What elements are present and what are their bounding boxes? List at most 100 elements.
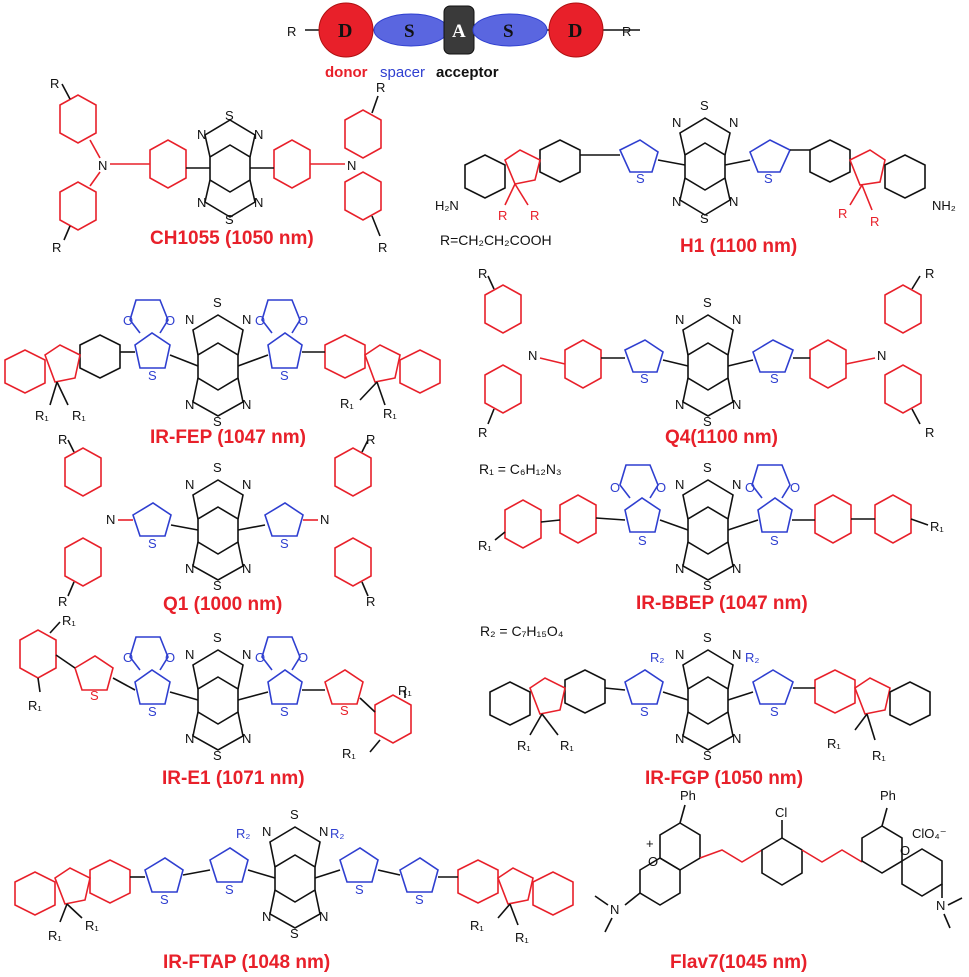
atom-label: S	[415, 892, 424, 907]
atom-label: S	[636, 171, 645, 186]
atom-label: S	[703, 630, 712, 645]
atom-label: N	[197, 195, 206, 210]
atom-label: S	[640, 371, 649, 386]
atom-label: S	[213, 578, 222, 593]
atom-label: S	[213, 460, 222, 475]
atom-label: N	[242, 731, 251, 746]
atom-label: O	[790, 480, 800, 495]
atom-label: N	[732, 647, 741, 662]
donor-sphere-right	[548, 2, 604, 58]
atom-label: S	[703, 748, 712, 763]
atom-label: R₁	[478, 538, 492, 553]
h1-r-note: R=CH₂CH₂COOH	[440, 232, 552, 248]
atom-label: S	[640, 704, 649, 719]
atom-label: N	[672, 194, 681, 209]
atom-label: N	[242, 561, 251, 576]
label-q4: Q4(1100 nm)	[665, 427, 778, 448]
molecule-ch1055: NSN NSN N R R N R R CH1055 (1050 nm)	[50, 76, 387, 255]
atom-label: N	[675, 731, 684, 746]
molecule-ir-ftap: NSN NSN S R₂ S S R₂ S R₁ R₁ R₁ R₁ IR-FTA…	[14, 807, 574, 973]
donor-caption: donor	[325, 64, 368, 81]
atom-label: O	[165, 650, 175, 665]
atom-label: R₁	[62, 613, 76, 628]
atom-label: O	[298, 313, 308, 328]
atom-label: O	[745, 480, 755, 495]
atom-label: N	[732, 477, 741, 492]
header-r-left: R	[287, 24, 296, 39]
atom-label: S	[703, 295, 712, 310]
atom-label: N	[729, 115, 738, 130]
atom-label: N	[98, 158, 107, 173]
label-q1: Q1 (1000 nm)	[163, 594, 282, 615]
atom-label: R	[58, 594, 67, 609]
label-ir-fgp: IR-FGP (1050 nm)	[645, 768, 803, 789]
atom-label: S	[700, 98, 709, 113]
dsasd-scheme: R R D S A S D donor spacer acceptor	[287, 2, 640, 81]
donor-letter-left: D	[338, 20, 352, 42]
atom-label: R	[925, 425, 934, 440]
atom-label: N	[675, 561, 684, 576]
molecule-ir-fgp: NSN NSN S R₂ S R₂ R₁ R₁ R₁ R₁ IR-FGP (10…	[489, 630, 931, 789]
atom-label: R₁	[85, 918, 99, 933]
atom-label: O	[123, 313, 133, 328]
atom-label: O	[656, 480, 666, 495]
atom-label: N	[319, 824, 328, 839]
atom-label: O	[255, 650, 265, 665]
atom-label: N	[672, 115, 681, 130]
donor-sphere-left	[318, 2, 374, 58]
atom-label: R₁	[872, 748, 886, 763]
r2-note: R₂ = C₇H₁₅O₄	[480, 623, 564, 639]
label-ir-e1: IR-E1 (1071 nm)	[162, 768, 305, 789]
atom-label: S	[280, 704, 289, 719]
atom-label: Ph	[680, 788, 696, 803]
atom-label: S	[148, 368, 157, 383]
atom-label: R₁	[515, 930, 529, 945]
atom-label: R	[366, 432, 375, 447]
atom-label: S	[213, 748, 222, 763]
atom-label: R₁	[340, 396, 354, 411]
atom-label: N	[675, 477, 684, 492]
atom-label: N	[185, 731, 194, 746]
atom-label: S	[700, 211, 709, 226]
atom-label: N	[729, 194, 738, 209]
atom-label: N	[185, 647, 194, 662]
acceptor-caption: acceptor	[436, 64, 499, 81]
atom-label: N	[732, 312, 741, 327]
atom-label: N	[528, 348, 537, 363]
atom-label: Ph	[880, 788, 896, 803]
atom-label: S	[225, 882, 234, 897]
atom-label: N	[185, 561, 194, 576]
atom-label: N	[242, 397, 251, 412]
molecule-q4: NSN NSN S S N R R N R R Q4(1100 nm)	[478, 266, 934, 448]
atom-label: O	[123, 650, 133, 665]
r1-note: R₁ = C₆H₁₂N₃	[479, 461, 562, 477]
atom-label: R₁	[560, 738, 574, 753]
atom-label: R	[925, 266, 934, 281]
atom-label: O	[255, 313, 265, 328]
atom-label: R₂	[236, 826, 250, 841]
atom-label: N	[185, 312, 194, 327]
label-ch1055: CH1055 (1050 nm)	[150, 228, 314, 249]
molecule-q1: NSN NSN S S N R R N R R Q1 (1000 nm)	[58, 432, 375, 615]
atom-label: O	[648, 854, 658, 869]
atom-label: R₁	[72, 408, 86, 423]
label-ir-bbep: IR-BBEP (1047 nm)	[636, 593, 808, 614]
atom-label: R	[376, 80, 385, 95]
atom-label: R₁	[35, 408, 49, 423]
atom-label: N	[242, 312, 251, 327]
atom-label: O	[610, 480, 620, 495]
molecule-flav7: O + Ph N Cl O Ph ClO₄⁻ N Flav7(1045 nm)	[594, 788, 963, 973]
atom-label: S	[340, 703, 349, 718]
atom-label: S	[225, 212, 234, 227]
atom-label: R₁	[342, 746, 356, 761]
atom-label: R	[498, 208, 507, 223]
atom-label: R	[838, 206, 847, 221]
atom-label: R₁	[383, 406, 397, 421]
atom-label: N	[936, 898, 945, 913]
atom-label: O	[298, 650, 308, 665]
donor-letter-right: D	[568, 20, 582, 42]
atom-label: H₂N	[435, 198, 459, 213]
